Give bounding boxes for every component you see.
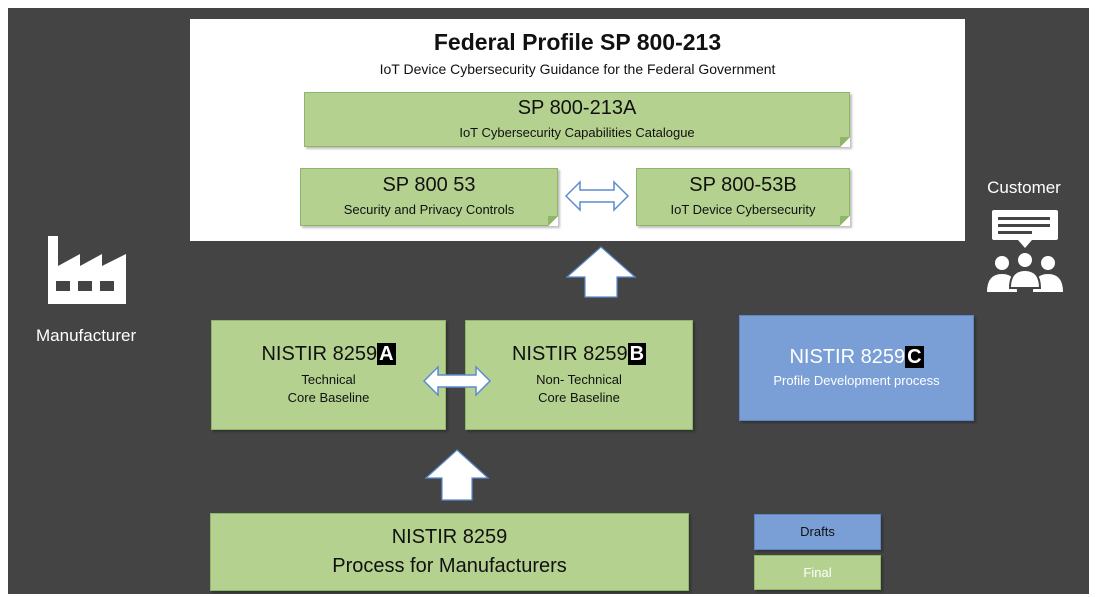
legend-drafts: Drafts xyxy=(754,514,881,550)
nistir-8259b-line2: Core Baseline xyxy=(538,390,620,405)
sp-800-53b-title: SP 800-53B xyxy=(689,174,797,196)
customer-group-icon xyxy=(987,210,1063,292)
nistir-8259-box: NISTIR 8259 Process for Manufacturers xyxy=(210,513,689,591)
diagram-canvas: Federal Profile SP 800-213 IoT Device Cy… xyxy=(8,8,1089,594)
nistir-8259a-letter: A xyxy=(377,343,396,365)
factory-icon xyxy=(48,236,126,304)
double-arrow-icon xyxy=(422,365,492,397)
nistir-8259c-title-prefix: NISTIR 8259 xyxy=(789,346,906,368)
nistir-8259b-title-prefix: NISTIR 8259 xyxy=(511,343,628,365)
manufacturer-label: Manufacturer xyxy=(36,326,137,345)
sp-800-53-subtitle: Security and Privacy Controls xyxy=(343,202,515,217)
nistir-8259b-line1: Non- Technical xyxy=(536,372,622,387)
sp-800-53-box: SP 800 53 Security and Privacy Controls xyxy=(300,168,558,226)
nistir-8259c-subtitle: Profile Development process xyxy=(773,373,940,388)
sp-800-53b-subtitle: IoT Device Cybersecurity xyxy=(670,202,816,217)
federal-profile-title: Federal Profile SP 800-213 xyxy=(433,29,722,55)
nistir-8259a-title-prefix: NISTIR 8259 xyxy=(261,343,378,365)
federal-profile-panel: Federal Profile SP 800-213 IoT Device Cy… xyxy=(190,19,965,241)
double-arrow-icon xyxy=(564,180,630,212)
up-arrow-icon xyxy=(424,449,490,501)
up-arrow-icon xyxy=(565,246,637,298)
legend-final-label: Final xyxy=(803,565,832,580)
sp-800-53b-box: SP 800-53B IoT Device Cybersecurity xyxy=(636,168,850,226)
customer-label: Customer xyxy=(987,178,1061,197)
nistir-8259-title: NISTIR 8259 xyxy=(391,526,508,548)
nistir-8259-subtitle: Process for Manufacturers xyxy=(332,555,567,577)
nistir-8259a-line2: Core Baseline xyxy=(287,390,370,405)
federal-profile-subtitle: IoT Device Cybersecurity Guidance for th… xyxy=(379,61,776,77)
sp-800-53-title: SP 800 53 xyxy=(382,174,476,196)
sp-800-213a-subtitle: IoT Cybersecurity Capabilities Catalogue xyxy=(459,125,695,140)
legend-final: Final xyxy=(754,555,881,590)
sp-800-213a-title: SP 800-213A xyxy=(517,97,637,119)
nistir-8259a-line1: Technical xyxy=(301,372,356,387)
nistir-8259c-letter: C xyxy=(905,346,924,368)
nistir-8259b-letter: B xyxy=(627,343,647,365)
legend-drafts-label: Drafts xyxy=(800,524,835,539)
sp-800-213a-box: SP 800-213A IoT Cybersecurity Capabiliti… xyxy=(304,92,850,147)
